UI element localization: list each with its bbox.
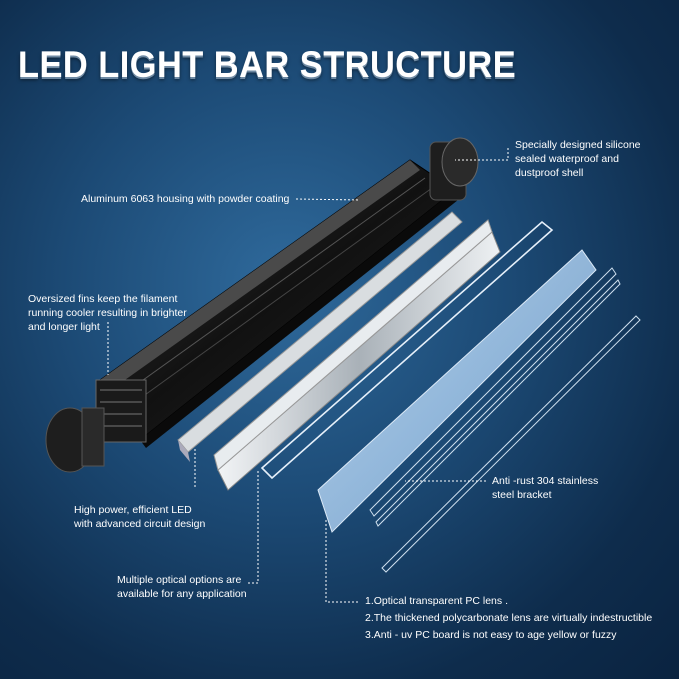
callout-bracket: Anti -rust 304 stainless steel bracket [492,475,599,501]
callout-led: High power, efficient LED with advanced … [74,504,206,530]
callout-silicone-shell: Specially designed silicone sealed water… [515,139,641,179]
clear-lens [260,220,554,480]
led-circuit-board [177,211,463,462]
pc-lens-board [317,249,597,533]
page-title: LED LIGHT BAR STRUCTURE [18,44,517,85]
end-cap-left [45,407,105,473]
aluminum-housing [95,159,458,448]
optical-reflector [213,219,501,491]
callout-housing: Aluminum 6063 housing with powder coatin… [81,193,290,205]
callout-optical: Multiple optical options are available f… [117,574,247,600]
end-cap-right [429,137,479,201]
callout-lens: 1.Optical transparent PC lens . 2.The th… [365,595,653,641]
callout-fins: Oversized fins keep the filament running… [28,293,187,333]
stainless-bracket [369,267,641,573]
